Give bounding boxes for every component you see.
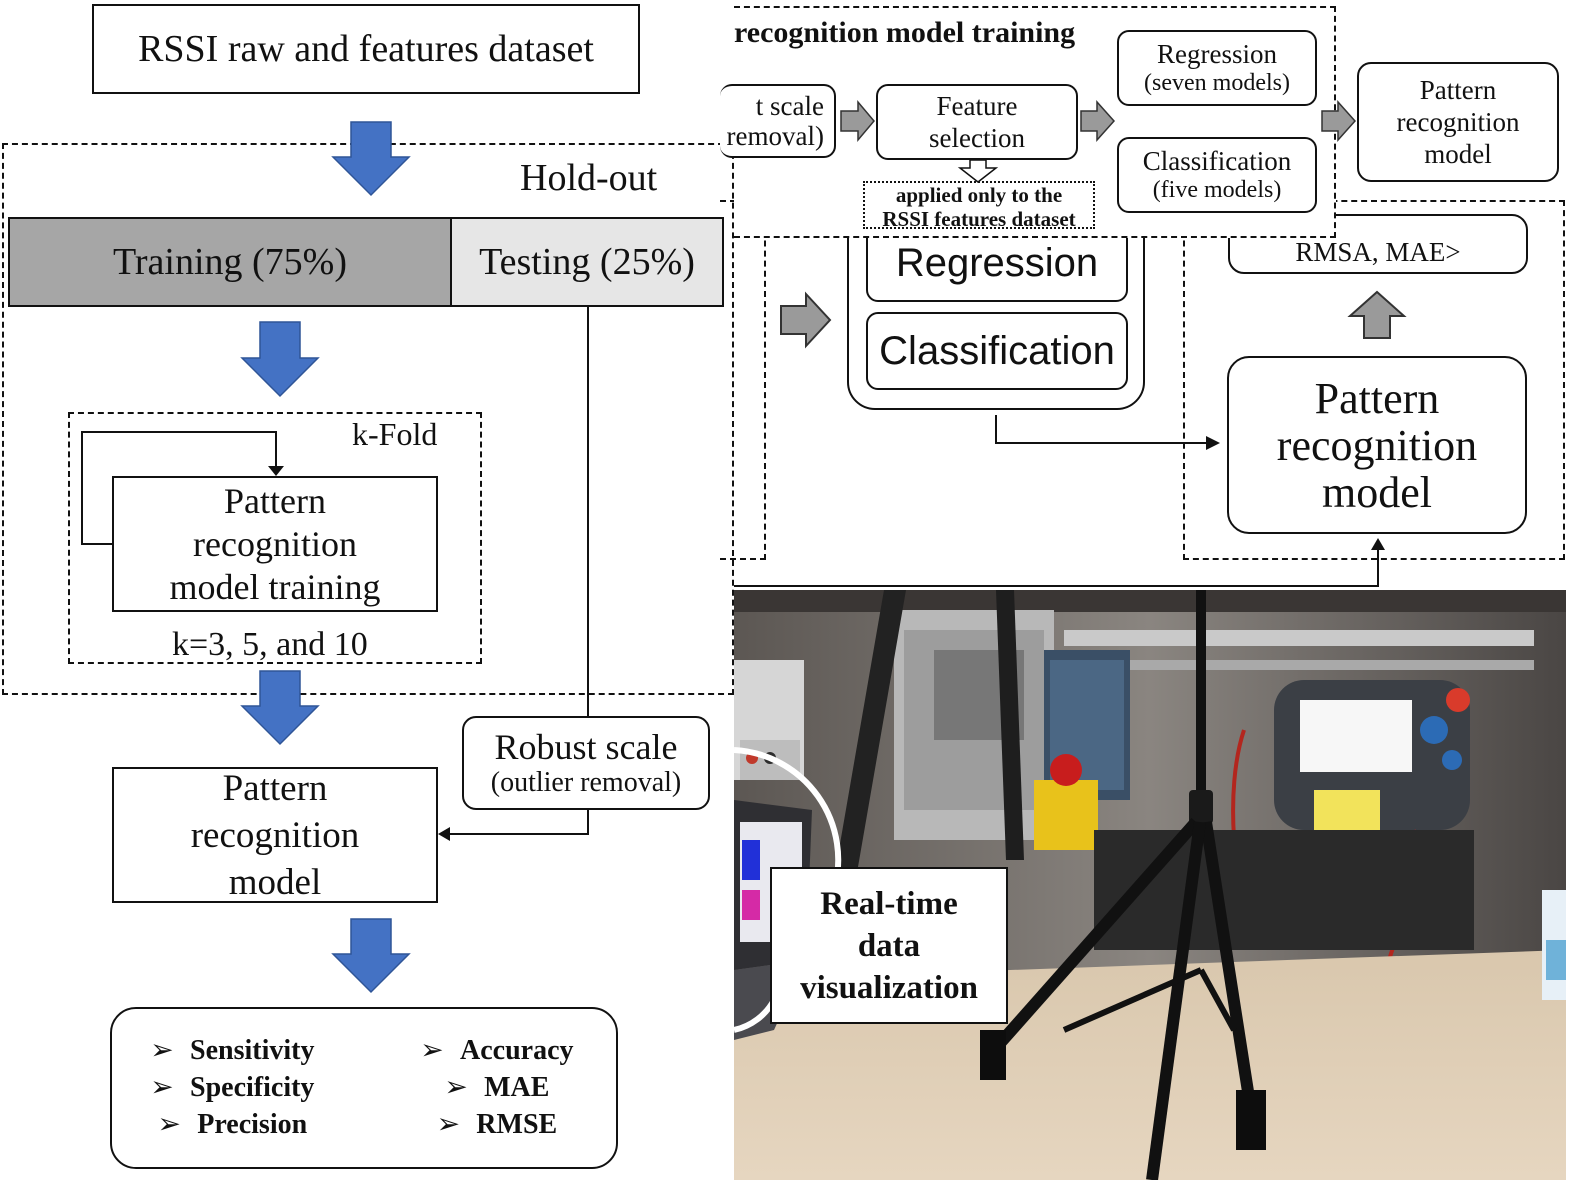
metric-accuracy: Accuracy <box>460 1035 574 1066</box>
metric-item: ➢ Specificity <box>134 1070 314 1107</box>
inset-model-line-2: recognition <box>1396 107 1520 137</box>
training-split-label: Training (75%) <box>113 241 347 283</box>
inset-robust-partial-box: t scale removal) <box>720 84 836 158</box>
bullet-arrow-icon: ➢ <box>436 1109 461 1140</box>
testing-split: Testing (25%) <box>450 217 724 307</box>
caption-line-1: Real-time <box>820 885 958 922</box>
inset-regression-title: Regression <box>1157 39 1277 69</box>
classification-box: Classification <box>866 312 1128 390</box>
metric-item: ➢ MAE <box>404 1070 574 1107</box>
inset-model-line-1: Pattern <box>1419 75 1497 105</box>
model-line-1: Pattern <box>222 767 328 809</box>
training-box-line-1: Pattern <box>224 480 326 521</box>
metric-item: ➢ RMSE <box>404 1107 574 1144</box>
training-box-line-3: model training <box>169 566 381 607</box>
metric-item: ➢ Precision <box>134 1107 314 1144</box>
metric-rmse: RMSE <box>476 1109 558 1140</box>
metrics-box: ➢ Sensitivity ➢ Specificity ➢ Precision ➢ Ac… <box>110 1007 618 1169</box>
inset-classification-title: Classification <box>1142 146 1292 176</box>
training-box-line-2: recognition <box>193 523 357 564</box>
kfold-label: k-Fold <box>352 416 438 452</box>
metrics-left-column: ➢ Sensitivity ➢ Specificity ➢ Precision <box>134 1033 314 1144</box>
realtime-caption: Real-time data visualization <box>770 867 1008 1024</box>
inset-regression-subtitle: (seven models) <box>1144 70 1290 96</box>
inset-applied-note: applied only to the RSSI features datase… <box>863 181 1095 231</box>
training-split: Training (75%) <box>8 217 452 307</box>
metric-item: ➢ Sensitivity <box>134 1033 314 1070</box>
dataset-title: RSSI raw and features dataset <box>138 28 594 70</box>
inset-model-line-3: model <box>1424 139 1492 169</box>
inset-classification-box: Classification (five models) <box>1117 137 1317 213</box>
right-dashed-frame-left <box>720 200 766 560</box>
dataset-box: RSSI raw and features dataset <box>92 4 640 94</box>
inset-classification-subtitle: (five models) <box>1152 177 1282 203</box>
right-model-line-1: Pattern <box>1314 373 1440 423</box>
metric-item: ➢ Accuracy <box>404 1033 574 1070</box>
bullet-arrow-icon: ➢ <box>150 1072 174 1103</box>
right-model-line-3: model <box>1322 467 1432 517</box>
bullet-arrow-icon: ➢ <box>157 1109 181 1140</box>
bullet-arrow-icon: ➢ <box>420 1035 444 1066</box>
inset-title: recognition model training <box>734 16 1076 49</box>
inset-pattern-model-box: Pattern recognition model <box>1357 62 1559 182</box>
feature-selection-line-2: selection <box>929 123 1025 153</box>
pattern-model-box: Pattern recognition model <box>112 767 438 903</box>
metrics-right-column: ➢ Accuracy ➢ MAE ➢ RMSE <box>404 1033 574 1144</box>
caption-line-2: data <box>857 927 921 964</box>
right-model-line-2: recognition <box>1276 420 1478 470</box>
classification-to-model-line <box>995 415 1208 444</box>
robust-scale-subtitle: (outlier removal) <box>490 767 682 798</box>
k-values-label: k=3, 5, and 10 <box>172 626 368 663</box>
metric-sensitivity: Sensitivity <box>190 1035 315 1066</box>
caption-line-3: visualization <box>800 969 978 1006</box>
feature-selection-line-1: Feature <box>936 91 1018 121</box>
blue-down-arrow-icon <box>331 918 411 994</box>
applied-note-line-1: applied only to the <box>895 183 1063 207</box>
gray-right-arrow-icon <box>780 291 832 349</box>
inset-robust-line-1: t scale <box>755 91 824 121</box>
model-line-3: model <box>228 861 322 903</box>
kfold-frame <box>68 412 482 664</box>
inset-regression-box: Regression (seven models) <box>1117 30 1317 106</box>
metric-precision: Precision <box>197 1109 308 1140</box>
applied-note-line-2: RSSI features dataset <box>882 207 1076 231</box>
training-model-box: Pattern recognition model training <box>112 476 438 612</box>
metric-specificity: Specificity <box>190 1072 315 1103</box>
classification-label: Classification <box>879 328 1115 373</box>
metrics-partial-label: RMSA, MAE> <box>1295 237 1461 267</box>
arrowhead-icon <box>438 827 450 841</box>
inset-feature-selection-box: Feature selection <box>876 84 1078 160</box>
bullet-arrow-icon: ➢ <box>444 1072 468 1103</box>
model-line-2: recognition <box>190 814 360 856</box>
testing-split-label: Testing (25%) <box>479 241 695 283</box>
robust-scale-title: Robust scale <box>494 727 678 767</box>
robust-scale-box: Robust scale (outlier removal) <box>462 716 710 810</box>
holdout-label: Hold-out <box>520 157 658 199</box>
bullet-arrow-icon: ➢ <box>150 1035 174 1066</box>
metric-mae: MAE <box>484 1072 550 1103</box>
inset-robust-line-2: removal) <box>726 121 824 151</box>
right-pattern-model-box: Pattern recognition model <box>1227 356 1527 534</box>
robust-to-model-line <box>448 810 589 835</box>
regression-label: Regression <box>895 240 1099 285</box>
